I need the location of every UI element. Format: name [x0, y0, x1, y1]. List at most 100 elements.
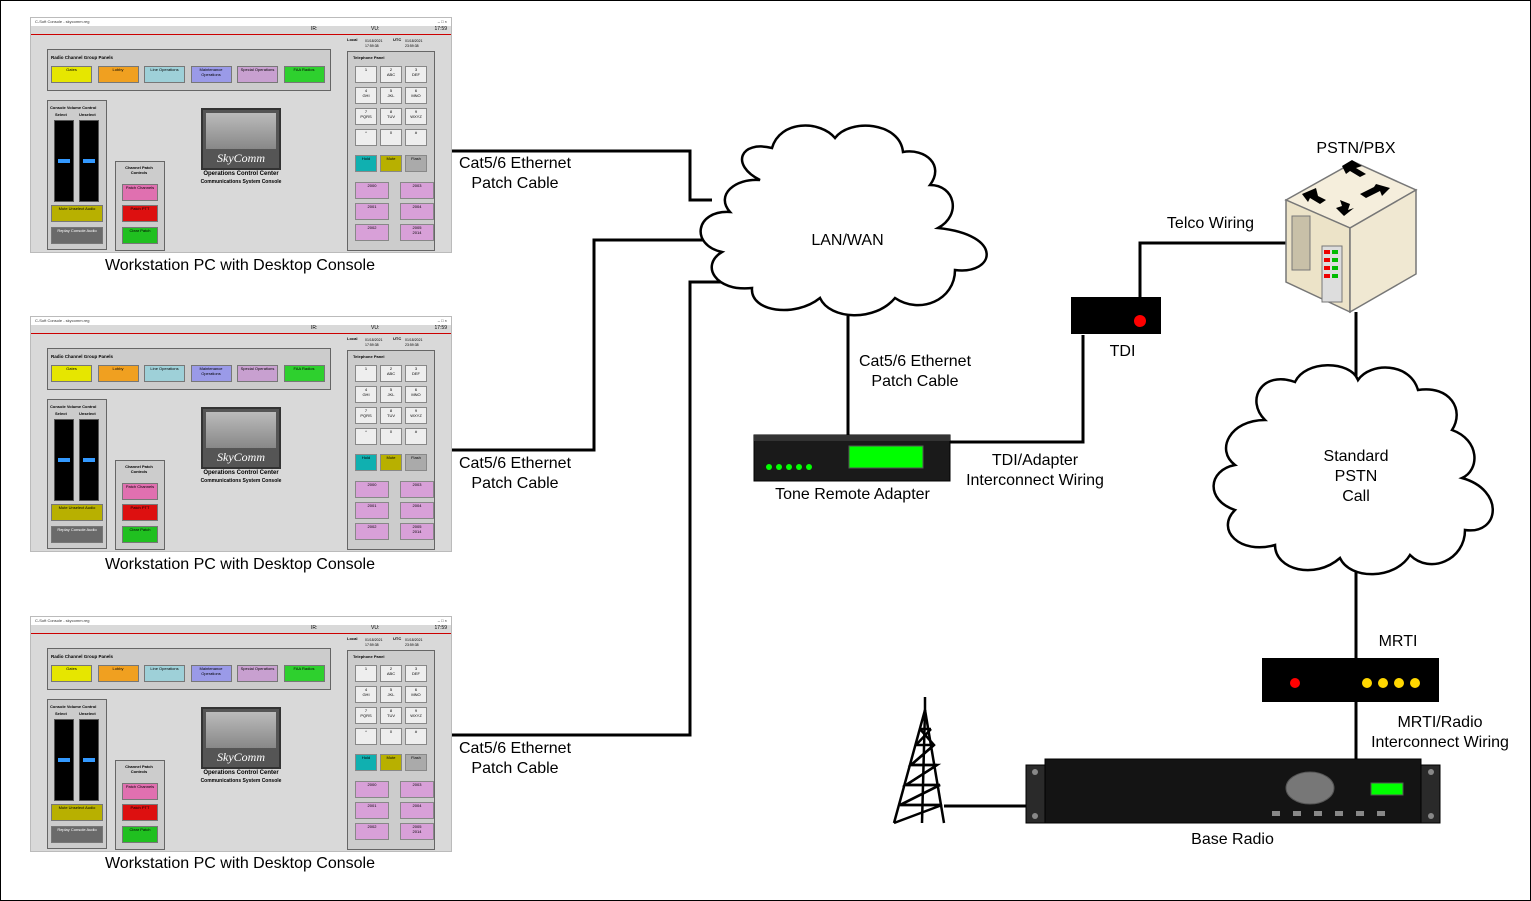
dial-key[interactable]: 0: [380, 129, 402, 146]
mute-unselect-button[interactable]: Mute Unselect Audio: [51, 804, 103, 821]
dial-key[interactable]: 5 JKL: [380, 686, 402, 703]
hold-button[interactable]: Hold: [355, 754, 377, 771]
dial-key[interactable]: 3 DEF: [405, 365, 427, 382]
clear-patch-button[interactable]: Clear Patch: [122, 826, 158, 843]
line-button[interactable]: 2004: [400, 203, 434, 220]
patch-channels-button[interactable]: Patch Channels: [122, 184, 158, 201]
clear-patch-button[interactable]: Clear Patch: [122, 227, 158, 244]
line-button[interactable]: 2002: [355, 523, 389, 540]
dial-key[interactable]: 9 WXYZ: [405, 407, 427, 424]
dial-key[interactable]: *: [355, 428, 377, 445]
dial-key[interactable]: 6 MNO: [405, 686, 427, 703]
radio-group-button[interactable]: Gates: [51, 66, 92, 83]
radio-group-button[interactable]: Gates: [51, 365, 92, 382]
flash-button[interactable]: Flash: [405, 454, 427, 471]
flash-button[interactable]: Flash: [405, 155, 427, 172]
radio-group-button[interactable]: Line Operations: [144, 66, 185, 83]
dial-key[interactable]: 0: [380, 728, 402, 745]
dial-key[interactable]: 8 TUV: [380, 707, 402, 724]
dial-key[interactable]: 3 DEF: [405, 66, 427, 83]
dial-key[interactable]: *: [355, 728, 377, 745]
replay-button[interactable]: Replay Console Audio: [51, 526, 103, 543]
dial-key[interactable]: 5 JKL: [380, 87, 402, 104]
line-button[interactable]: 2001: [355, 502, 389, 519]
dial-key[interactable]: 6 MNO: [405, 386, 427, 403]
mute-unselect-button[interactable]: Mute Unselect Audio: [51, 504, 103, 521]
hold-button[interactable]: Hold: [355, 454, 377, 471]
flash-button[interactable]: Flash: [405, 754, 427, 771]
dial-key[interactable]: 2 ABC: [380, 665, 402, 682]
line-button[interactable]: 2005 2014: [400, 823, 434, 840]
patch-ptt-button[interactable]: Patch PTT: [122, 804, 158, 821]
radio-group-button[interactable]: FAA Radios: [283, 365, 325, 382]
dial-key[interactable]: 1: [355, 665, 377, 682]
radio-group-button[interactable]: Special Operations: [237, 66, 278, 83]
patch-channels-button[interactable]: Patch Channels: [122, 483, 158, 500]
dial-key[interactable]: 4 GHI: [355, 386, 377, 403]
replay-button[interactable]: Replay Console Audio: [51, 227, 103, 244]
dial-key[interactable]: 9 WXYZ: [405, 707, 427, 724]
line-button[interactable]: 2001: [355, 203, 389, 220]
radio-group-button[interactable]: FAA Radios: [283, 665, 325, 682]
radio-group-button[interactable]: Lobby: [97, 665, 139, 682]
radio-group-button[interactable]: Special Operations: [237, 665, 278, 682]
radio-group-button[interactable]: Line Operations: [144, 665, 185, 682]
dial-key[interactable]: 4 GHI: [355, 686, 377, 703]
dial-key[interactable]: 3 DEF: [405, 665, 427, 682]
dial-key[interactable]: 2 ABC: [380, 365, 402, 382]
dial-key[interactable]: 5 JKL: [380, 386, 402, 403]
line-button[interactable]: 2000: [355, 182, 389, 199]
dial-key[interactable]: 8 TUV: [380, 108, 402, 125]
patch-ptt-button[interactable]: Patch PTT: [122, 504, 158, 521]
dial-key[interactable]: 7 PQRS: [355, 407, 377, 424]
radio-group-button[interactable]: Special Operations: [237, 365, 278, 382]
radio-group-button[interactable]: Gates: [51, 665, 92, 682]
line-button[interactable]: 2000: [355, 481, 389, 498]
line-button[interactable]: 2005 2014: [400, 523, 434, 540]
dial-key[interactable]: 7 PQRS: [355, 108, 377, 125]
radio-group-button[interactable]: Lobby: [97, 66, 139, 83]
radio-group-button[interactable]: Maintenance Operations: [190, 665, 232, 682]
unselect-volume-slider[interactable]: [79, 719, 99, 801]
line-button[interactable]: 2003: [400, 781, 434, 798]
patch-ptt-button[interactable]: Patch PTT: [122, 205, 158, 222]
dial-key[interactable]: 1: [355, 66, 377, 83]
select-volume-slider[interactable]: [54, 419, 74, 501]
line-button[interactable]: 2003: [400, 182, 434, 199]
mute-button[interactable]: Mute: [380, 754, 402, 771]
line-button[interactable]: 2002: [355, 224, 389, 241]
mute-button[interactable]: Mute: [380, 454, 402, 471]
clear-patch-button[interactable]: Clear Patch: [122, 526, 158, 543]
radio-group-button[interactable]: Lobby: [97, 365, 139, 382]
dial-key[interactable]: 1: [355, 365, 377, 382]
dial-key[interactable]: 6 MNO: [405, 87, 427, 104]
line-button[interactable]: 2004: [400, 502, 434, 519]
line-button[interactable]: 2001: [355, 802, 389, 819]
mute-button[interactable]: Mute: [380, 155, 402, 172]
dial-key[interactable]: 2 ABC: [380, 66, 402, 83]
mute-unselect-button[interactable]: Mute Unselect Audio: [51, 205, 103, 222]
replay-button[interactable]: Replay Console Audio: [51, 826, 103, 843]
hold-button[interactable]: Hold: [355, 155, 377, 172]
dial-key[interactable]: #: [405, 428, 427, 445]
select-volume-slider[interactable]: [54, 120, 74, 202]
line-button[interactable]: 2000: [355, 781, 389, 798]
dial-key[interactable]: 4 GHI: [355, 87, 377, 104]
dial-key[interactable]: #: [405, 728, 427, 745]
dial-key[interactable]: 7 PQRS: [355, 707, 377, 724]
patch-channels-button[interactable]: Patch Channels: [122, 783, 158, 800]
select-volume-slider[interactable]: [54, 719, 74, 801]
dial-key[interactable]: 9 WXYZ: [405, 108, 427, 125]
line-button[interactable]: 2002: [355, 823, 389, 840]
unselect-volume-slider[interactable]: [79, 419, 99, 501]
radio-group-button[interactable]: FAA Radios: [283, 66, 325, 83]
radio-group-button[interactable]: Maintenance Operations: [190, 66, 232, 83]
dial-key[interactable]: 0: [380, 428, 402, 445]
line-button[interactable]: 2004: [400, 802, 434, 819]
line-button[interactable]: 2003: [400, 481, 434, 498]
dial-key[interactable]: 8 TUV: [380, 407, 402, 424]
radio-group-button[interactable]: Line Operations: [144, 365, 185, 382]
unselect-volume-slider[interactable]: [79, 120, 99, 202]
line-button[interactable]: 2005 2014: [400, 224, 434, 241]
dial-key[interactable]: *: [355, 129, 377, 146]
